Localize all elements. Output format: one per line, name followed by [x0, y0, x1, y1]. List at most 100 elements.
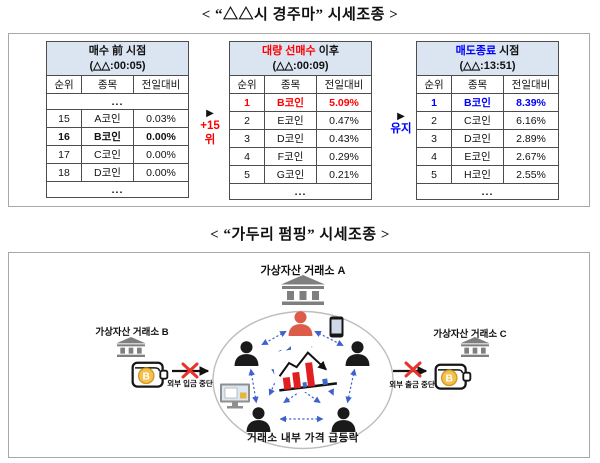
section2-title: < “가두리 펌핑” 시세조종 > — [210, 227, 390, 243]
change-cell: 0.21% — [316, 165, 372, 184]
rank-cell: 3 — [229, 129, 265, 148]
rank-jump-value: +15 — [200, 120, 220, 132]
table-row: 5 H코인 2.55% — [416, 165, 559, 184]
rank-cell: 4 — [416, 147, 452, 166]
change-cell: 2.67% — [503, 147, 559, 166]
table-title-text: 매도종료 시점 — [455, 44, 520, 57]
right-triangle-icon: ▶ — [206, 108, 214, 119]
change-cell: 2.55% — [503, 165, 559, 184]
table-row: 순위 종목 전일대비 — [46, 75, 189, 94]
table-row: 매도종료 시점 (△△:13:51) — [416, 41, 559, 76]
coin-cell: E코인 — [451, 147, 504, 166]
dots-cell: ... — [229, 183, 372, 200]
table-row: ... — [46, 93, 189, 110]
change-cell: 0.47% — [316, 111, 372, 130]
col-rank: 순위 — [416, 75, 452, 94]
rank-cell: 5 — [416, 165, 452, 184]
table-row: 순위 종목 전일대비 — [229, 75, 372, 94]
change-cell: 5.09% — [316, 93, 372, 112]
keep-rank-connector: ▶ 유지 — [385, 110, 417, 137]
table-row: 17 C코인 0.00% — [46, 145, 189, 164]
table-row: 4 E코인 2.67% — [416, 147, 559, 166]
table-row: 5 G코인 0.21% — [229, 165, 372, 184]
table-row: 4 F코인 0.29% — [229, 147, 372, 166]
table-row: 3 D코인 2.89% — [416, 129, 559, 148]
table-time: (△△:00:05) — [89, 59, 146, 72]
bank-icon — [278, 275, 328, 305]
bank-icon — [458, 337, 492, 357]
change-cell: 0.00% — [133, 127, 189, 146]
rank-jump-unit: 위 — [204, 133, 216, 146]
price-chart-icon — [271, 344, 341, 396]
blocked-x-icon — [181, 362, 199, 379]
trader-icon — [330, 407, 357, 432]
table-title-text: 대량 선매수 이후 — [262, 44, 339, 57]
col-rank: 순위 — [229, 75, 265, 94]
rank-cell: 5 — [229, 165, 265, 184]
table-row: ... — [416, 183, 559, 200]
col-change: 전일대비 — [133, 75, 189, 94]
table-row: 1 B코인 5.09% — [229, 93, 372, 112]
dots-cell: ... — [416, 183, 559, 200]
withdrawal-blocked-label: 외부 출금 중단 — [389, 380, 435, 389]
table-after-prebuy: 대량 선매수 이후 (△△:00:09) 순위 종목 전일대비 1 B코인 5.… — [229, 41, 372, 200]
coin-cell: B코인 — [264, 93, 317, 112]
col-rank: 순위 — [46, 75, 82, 94]
coin-cell: B코인 — [451, 93, 504, 112]
bank-icon — [114, 337, 148, 357]
section1-title: < “△△시 경주마” 시세조종 > — [201, 7, 399, 23]
table-row: ... — [46, 181, 189, 198]
change-cell: 0.43% — [316, 129, 372, 148]
col-coin: 종목 — [451, 75, 504, 94]
col-change: 전일대비 — [503, 75, 559, 94]
right-triangle-icon: ▶ — [397, 111, 405, 122]
table-time: (△△:00:09) — [272, 59, 329, 72]
rank-cell: 4 — [229, 147, 265, 166]
rank-jump-connector: ▶ +15 위 — [194, 107, 226, 147]
table-sell-end: 매도종료 시점 (△△:13:51) 순위 종목 전일대비 1 B코인 8.39… — [416, 41, 559, 200]
table-row: 매수 前 시점 (△△:00:05) — [46, 41, 189, 76]
col-change: 전일대비 — [316, 75, 372, 94]
change-cell: 8.39% — [503, 93, 559, 112]
rank-cell: 2 — [416, 111, 452, 130]
rank-cell: 2 — [229, 111, 265, 130]
change-cell: 0.03% — [133, 109, 189, 128]
blocked-x-icon — [404, 361, 422, 378]
col-coin: 종목 — [264, 75, 317, 94]
table-row: 2 C코인 6.16% — [416, 111, 559, 130]
trader-icon — [344, 341, 371, 366]
coin-cell: E코인 — [264, 111, 317, 130]
coin-cell: C코인 — [451, 111, 504, 130]
trader-icon — [245, 407, 272, 432]
rank-cell: 18 — [46, 163, 82, 182]
change-cell: 6.16% — [503, 111, 559, 130]
change-cell: 0.00% — [133, 163, 189, 182]
trader-icon — [233, 341, 260, 366]
change-cell: 2.89% — [503, 129, 559, 148]
table-row: 18 D코인 0.00% — [46, 163, 189, 182]
table-row: 15 A코인 0.03% — [46, 109, 189, 128]
dots-cell: ... — [46, 181, 189, 198]
table-row: 2 E코인 0.47% — [229, 111, 372, 130]
racehorse-panel: 매수 前 시점 (△△:00:05) 순위 종목 전일대비 ... 15 A코인… — [8, 33, 590, 207]
coin-cell: F코인 — [264, 147, 317, 166]
table-title: 대량 선매수 이후 (△△:00:09) — [229, 41, 372, 76]
table-title: 매수 前 시점 (△△:00:05) — [46, 41, 189, 76]
coin-cell: C코인 — [81, 145, 134, 164]
rank-cell: 1 — [229, 93, 265, 112]
lead-trader-icon — [287, 311, 314, 336]
deposit-blocked-label: 외부 입금 중단 — [167, 379, 213, 388]
exchange-a-label: 가상자산 거래소 A — [260, 265, 346, 277]
corral-pumping-panel: 가상자산 거래소 A 거래소 내부 가격 급등락 가상자산 거래소 B 외부 입… — [8, 252, 590, 458]
rank-cell: 15 — [46, 109, 82, 128]
table-title-text: 매수 前 시점 — [88, 44, 147, 57]
coin-cell: H코인 — [451, 165, 504, 184]
table-row: 순위 종목 전일대비 — [416, 75, 559, 94]
col-coin: 종목 — [81, 75, 134, 94]
table-row: 16 B코인 0.00% — [46, 127, 189, 146]
table-before-buy: 매수 前 시점 (△△:00:05) 순위 종목 전일대비 ... 15 A코인… — [46, 41, 189, 198]
coin-cell: D코인 — [451, 129, 504, 148]
coin-cell: D코인 — [81, 163, 134, 182]
table-row: ... — [229, 183, 372, 200]
